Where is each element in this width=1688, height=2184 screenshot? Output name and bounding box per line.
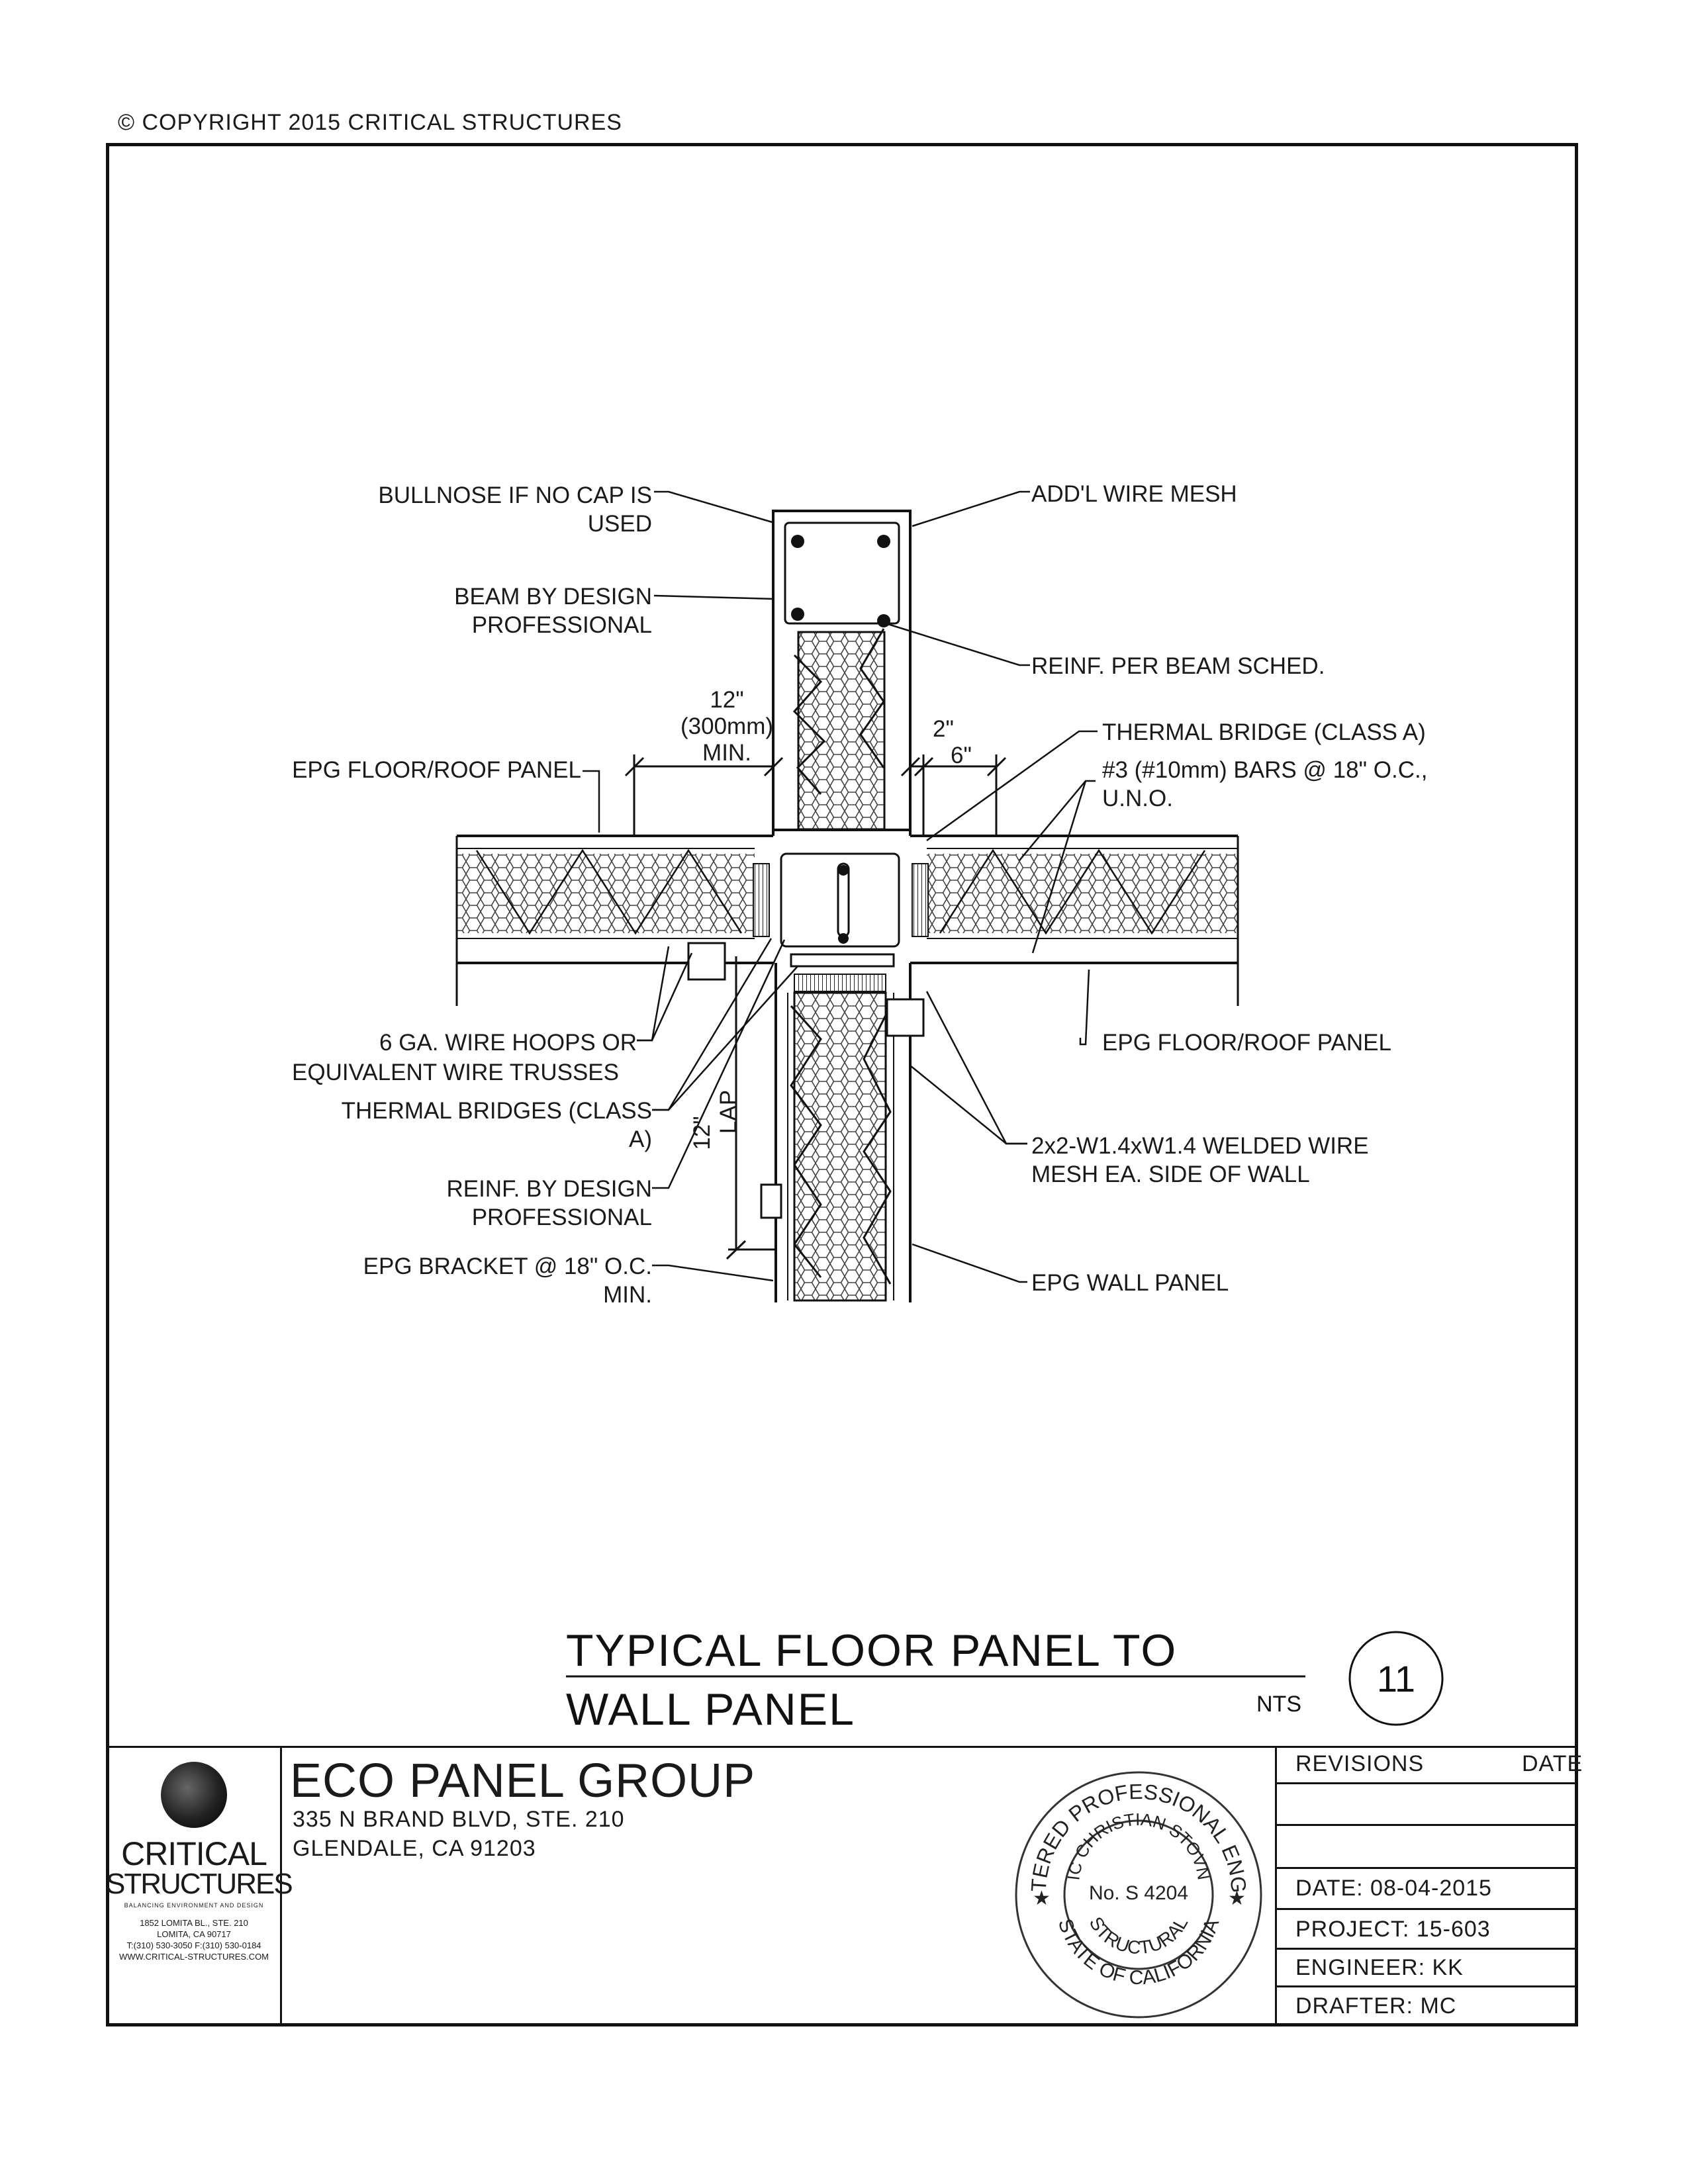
label-floor-panel-left: EPG FLOOR/ROOF PANEL <box>292 757 581 783</box>
rebar-dot <box>791 535 804 548</box>
label-mesh: 2x2-W1.4xW1.4 WELDED WIRE <box>1031 1133 1369 1159</box>
rebar-dot <box>838 933 849 944</box>
title-block: CRITICAL STRUCTURES BALANCING ENVIRONMEN… <box>106 1746 1582 2026</box>
client-address-2: GLENDALE, CA 91203 <box>293 1836 536 1861</box>
label-reinf-design-2: PROFESSIONAL <box>472 1205 652 1230</box>
label-floor-panel-right: EPG FLOOR/ROOF PANEL <box>1102 1030 1391 1056</box>
firm-logo-block: CRITICAL STRUCTURES BALANCING ENVIRONMEN… <box>106 1746 293 2026</box>
engineer-seal: REGISTERED PROFESSIONAL ENGINEER ERIC CH… <box>1006 1746 1262 2019</box>
upper-wall <box>772 510 912 831</box>
client-address-1: 335 N BRAND BLVD, STE. 210 <box>293 1807 625 1832</box>
detail-number-circle <box>1348 1631 1444 1726</box>
floor-panel-left <box>455 835 773 1006</box>
firm-logo-icon <box>161 1762 227 1828</box>
label-bars-2: U.N.O. <box>1102 786 1173 811</box>
firm-phone: T:(310) 530-3050 F:(310) 530-0184 <box>126 1940 261 1950</box>
bracket-box <box>687 942 726 981</box>
seal-star-right: ★ <box>1228 1888 1246 1909</box>
rebar-dot <box>877 614 890 627</box>
revisions-date-label: DATE <box>1522 1751 1583 1776</box>
center-joint <box>772 830 912 948</box>
sheet-drafter: DRAFTER: MC <box>1295 1993 1457 2019</box>
label-hoops-2: EQUIVALENT WIRE TRUSSES <box>292 1060 619 1085</box>
label-thermal-bridges: THERMAL BRIDGES (CLASS <box>342 1098 652 1124</box>
seal-discipline: STRUCTURAL <box>1086 1913 1192 1958</box>
lower-wall <box>760 953 912 1302</box>
client-name: ECO PANEL GROUP <box>290 1754 756 1807</box>
sheet-project: PROJECT: 15-603 <box>1295 1917 1491 1942</box>
revisions-block: REVISIONS DATE DATE: 08-04-2015 PROJECT:… <box>1275 1746 1582 2026</box>
label-dim-12: 12" <box>710 687 743 713</box>
sheet-engineer: ENGINEER: KK <box>1295 1955 1464 1980</box>
callouts: BULLNOSE IF NO CAP IS USED BEAM BY DESIG… <box>292 481 1427 1308</box>
rebar-dot <box>877 535 890 548</box>
label-reinf-design: REINF. BY DESIGN <box>446 1176 652 1202</box>
label-thermal-bridges-2: A) <box>629 1126 652 1152</box>
firm-name-line2: STRUCTURES <box>106 1868 293 1900</box>
revisions-label: REVISIONS <box>1295 1751 1425 1776</box>
firm-name-line1: CRITICAL <box>121 1835 267 1872</box>
detail-scale: NTS <box>1256 1692 1301 1717</box>
rebar-dot <box>838 865 849 876</box>
label-lap: LAP <box>716 1090 741 1134</box>
detail-title-line1: TYPICAL FLOOR PANEL TO <box>566 1625 1177 1676</box>
firm-web: WWW.CRITICAL-STRUCTURES.COM <box>118 1952 269 1962</box>
sheet-date: DATE: 08-04-2015 <box>1295 1876 1492 1901</box>
bracket-box <box>760 1183 782 1219</box>
label-thermal-bridge: THERMAL BRIDGE (CLASS A) <box>1102 719 1426 745</box>
bracket-box <box>886 998 925 1037</box>
label-bars: #3 (#10mm) BARS @ 18" O.C., <box>1102 757 1427 783</box>
label-dim-6: 6" <box>951 743 972 768</box>
label-bullnose-2: USED <box>588 511 652 537</box>
floor-panel-right <box>910 835 1239 1006</box>
label-lap-12: 12" <box>689 1116 715 1150</box>
firm-tagline: BALANCING ENVIRONMENT AND DESIGN <box>124 1902 264 1909</box>
firm-address-1: 1852 LOMITA BL., STE. 210 <box>140 1918 248 1928</box>
seal-star-left: ★ <box>1033 1888 1051 1909</box>
label-bullnose: BULLNOSE IF NO CAP IS <box>378 482 652 508</box>
label-hoops: 6 GA. WIRE HOOPS OR <box>379 1030 637 1056</box>
copyright-notice: © COPYRIGHT 2015 CRITICAL STRUCTURES <box>118 110 622 135</box>
label-reinf-beam: REINF. PER BEAM SCHED. <box>1031 653 1325 679</box>
label-bracket-2: MIN. <box>603 1282 652 1308</box>
label-dim-12-min: MIN. <box>702 740 751 766</box>
label-beam: BEAM BY DESIGN <box>454 584 652 610</box>
dimensions <box>624 754 1007 1260</box>
detail-number: 11 <box>1377 1658 1415 1700</box>
sheet-border <box>106 143 1578 2026</box>
leaders <box>583 490 1098 1283</box>
seal-license-number: No. S 4204 <box>1089 1882 1188 1904</box>
label-dim-12-mm: (300mm) <box>680 713 773 739</box>
label-beam-2: PROFESSIONAL <box>472 612 652 638</box>
detail-title-line2: WALL PANEL <box>566 1684 855 1735</box>
label-wall-panel: EPG WALL PANEL <box>1031 1270 1229 1296</box>
detail-title: TYPICAL FLOOR PANEL TO WALL PANEL NTS 11 <box>566 1625 1444 1735</box>
label-dim-2: 2" <box>933 716 954 742</box>
rebar-dot <box>791 608 804 621</box>
label-mesh-2: MESH EA. SIDE OF WALL <box>1031 1161 1310 1187</box>
label-addl-mesh: ADD'L WIRE MESH <box>1031 481 1237 507</box>
label-bracket: EPG BRACKET @ 18" O.C. <box>363 1253 652 1279</box>
firm-address-2: LOMITA, CA 90717 <box>157 1929 231 1939</box>
